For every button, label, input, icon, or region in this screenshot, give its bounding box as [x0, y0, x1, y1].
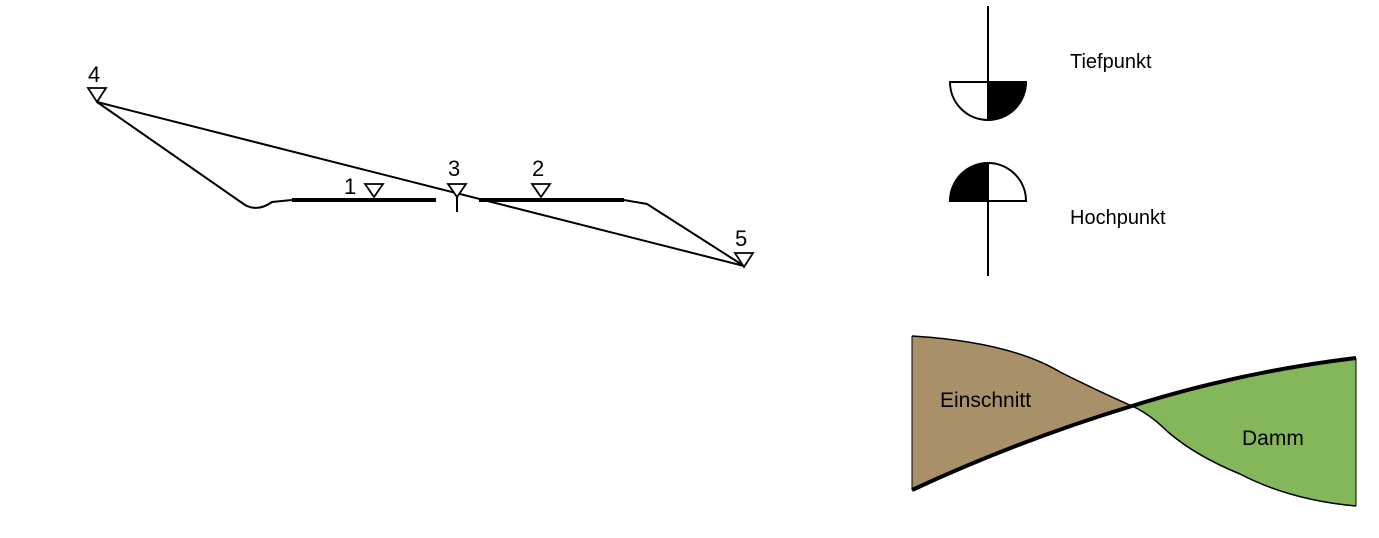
hochpunkt-label: Hochpunkt — [1070, 207, 1166, 229]
point-2-label: 2 — [532, 156, 544, 181]
right-slope-line — [623, 199, 745, 267]
point-2-marker — [530, 183, 552, 199]
einschnitt-area — [912, 336, 1132, 490]
point-3-marker — [446, 183, 468, 199]
hochpunkt-right-half — [987, 161, 1028, 202]
point-markers — [86, 87, 755, 269]
terrain-line — [911, 356, 1357, 492]
point-1-marker — [363, 183, 385, 199]
hochpunkt-symbol — [948, 161, 1028, 276]
einschnitt-top-edge — [911, 335, 1133, 407]
damm-bottom-edge — [1131, 405, 1357, 507]
tiefpunkt-symbol — [948, 6, 1028, 122]
tiefpunkt-label: Tiefpunkt — [1070, 51, 1152, 73]
damm-label: Damm — [1242, 427, 1304, 450]
point-4-label: 4 — [88, 62, 100, 87]
damm-area — [1132, 358, 1356, 506]
tiefpunkt-left-half — [948, 81, 989, 122]
point-3-label: 3 — [448, 156, 460, 181]
point-1-label: 1 — [344, 174, 356, 199]
cut-fill-illustration — [911, 335, 1357, 507]
profile-sketch — [96, 101, 745, 267]
point-4-marker — [86, 87, 108, 104]
hochpunkt-left-half — [948, 161, 989, 202]
einschnitt-label: Einschnitt — [940, 389, 1031, 412]
tiefpunkt-right-half — [987, 81, 1028, 122]
point-5-marker — [733, 252, 755, 269]
left-slope-line — [96, 101, 293, 209]
point-5-label: 5 — [735, 226, 747, 251]
diagonal-line-4-5 — [96, 101, 745, 267]
